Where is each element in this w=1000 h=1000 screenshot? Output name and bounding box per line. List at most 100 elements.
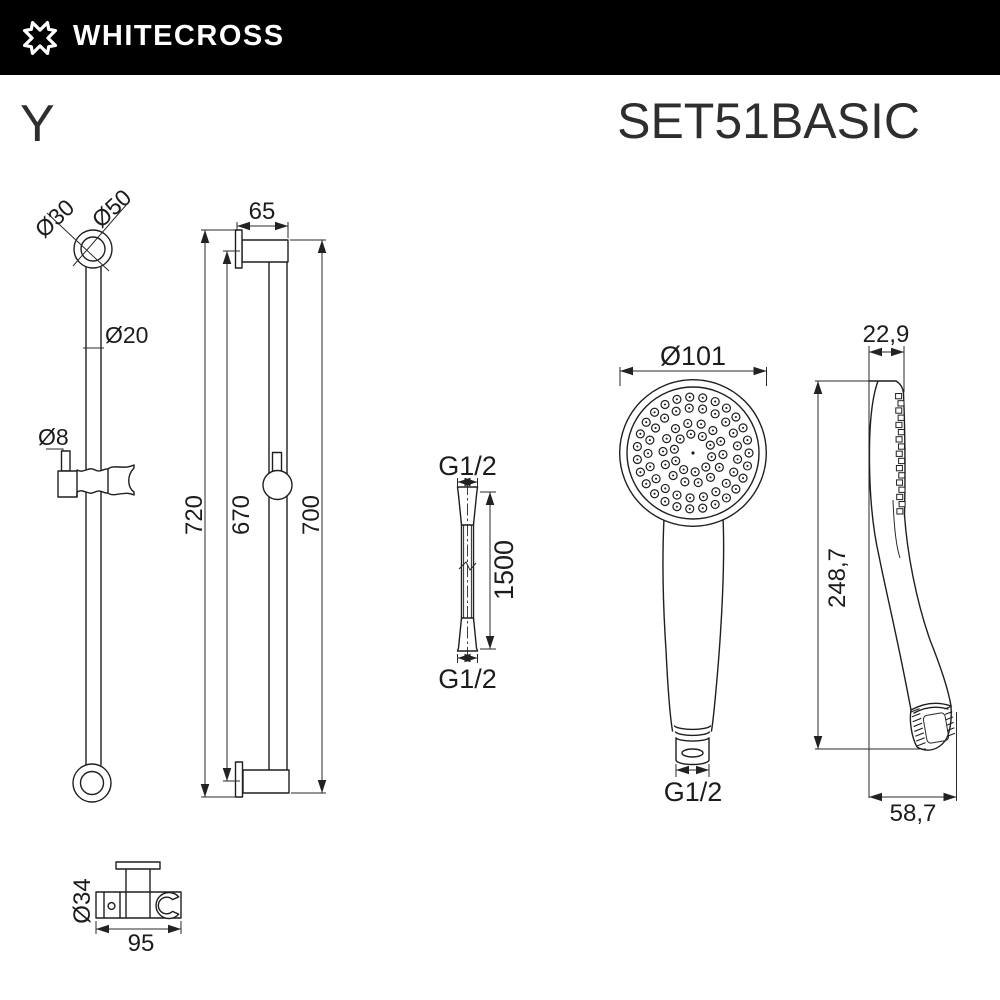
nozzle-dot-center: [746, 439, 749, 442]
head-inner-rim: [626, 386, 760, 520]
nozzle-dot-center: [694, 470, 697, 473]
dim-centers-height: 670: [228, 495, 255, 535]
nozzle-dot-center: [639, 471, 642, 474]
nozzle-dot-center: [661, 450, 665, 453]
nozzle-dot-center: [700, 423, 703, 426]
nozzle-dot-center: [663, 500, 667, 503]
nozzle-dot-center: [674, 459, 677, 462]
nozzle-dot-center: [714, 503, 717, 506]
rail-side-view: Ø30 Ø50 Ø20 Ø8: [30, 184, 148, 803]
nozzle-dot-center: [683, 480, 686, 483]
dim-handshower-thread: G1/2: [664, 777, 723, 807]
nozzle-dot-center: [682, 468, 685, 471]
series-label: Y: [20, 95, 55, 153]
nozzle-dot-center: [646, 452, 650, 455]
header-bar: WHITECROSS: [0, 0, 1000, 75]
nozzle-square: [895, 450, 903, 457]
dim-bracket-width: 65: [249, 198, 276, 225]
nozzle-dot-center: [734, 415, 737, 419]
nozzle-dot-center: [653, 411, 656, 414]
nozzle-dot-center: [747, 451, 751, 455]
bracket-clip: [155, 891, 180, 920]
nozzle-dot-center: [654, 426, 657, 430]
nozzle-dot-center: [718, 466, 721, 469]
handshower-front-view: Ø101 G1/2: [619, 341, 768, 807]
thread-hatch-line: [911, 712, 921, 718]
nozzle-dot-center: [675, 410, 678, 413]
bracket-screw-hole: [107, 901, 116, 911]
nozzle-dot-center: [673, 448, 676, 451]
slider-pin: [60, 450, 71, 472]
handle-left-edge: [662, 517, 674, 732]
dim-bar-height: 700: [298, 495, 325, 535]
nozzle-dot-center: [746, 464, 749, 467]
nozzle-dot-center: [714, 400, 717, 403]
thread-hatch-line: [914, 727, 924, 732]
nozzle-dot-center: [725, 482, 728, 485]
nozzle-dot-center: [645, 421, 648, 424]
nozzle-dot-center: [686, 422, 689, 425]
dim-rail-top-outer-diameter: Ø50: [87, 184, 137, 233]
nozzle-dot-center: [709, 444, 712, 447]
connector-thread-hatch: [910, 705, 956, 747]
thread-hatch-line: [916, 742, 926, 747]
side-back-edge: [868, 380, 912, 711]
nozzle-square: [898, 486, 906, 493]
nozzle-dot-center: [701, 507, 704, 510]
spray-plate-edge: [902, 392, 906, 516]
nozzle-dot-center: [725, 407, 728, 410]
head-top-edge: [868, 380, 905, 394]
nozzle-dot-center: [701, 396, 704, 399]
connector-cap: [910, 702, 952, 711]
thread-hatch-line: [915, 737, 925, 742]
nozzle-dot-center: [675, 505, 678, 508]
nozzle-dot-center: [639, 432, 642, 435]
nozzle-dot-center: [688, 407, 691, 410]
thread-hatch-line: [915, 732, 924, 737]
nozzle-dot-center: [714, 490, 717, 493]
nozzle-dot-center: [701, 435, 704, 438]
dim-head-diameter: Ø101: [660, 341, 726, 371]
thread-hatch-line: [947, 727, 955, 732]
nozzle-dot-center: [672, 474, 675, 477]
dim-bottom-width: 58,7: [890, 800, 937, 827]
nozzle-dot-center: [714, 412, 717, 415]
leader-line: [46, 212, 110, 272]
nozzle-dot-center: [674, 427, 677, 430]
leader-line: [72, 203, 128, 267]
nozzle-dot-field: [632, 392, 754, 514]
hose-drawing: G1/2 G1/2 1500: [438, 451, 519, 694]
thread-hatch-line: [912, 717, 922, 723]
nozzle-dot-center: [724, 421, 727, 424]
nozzle-dot-center: [710, 455, 713, 458]
dim-bracket-diameter: Ø34: [69, 878, 96, 923]
dim-rail-top-inner-diameter: Ø30: [30, 194, 80, 243]
dim-head-depth: 22,9: [863, 321, 910, 348]
nozzle-dot-center: [732, 471, 735, 474]
nozzle-dot-center: [688, 507, 691, 510]
nozzle-dot-center: [636, 458, 639, 461]
bracket-top-view: Ø34 95: [69, 861, 182, 957]
nozzle-dot-center: [721, 453, 725, 456]
spray-plate-nozzles: [895, 393, 906, 515]
nozzle-dot-center: [675, 493, 679, 497]
dim-hose-length: 1500: [489, 540, 519, 600]
nozzle-dot-center: [689, 496, 692, 499]
nozzle-dot-center: [655, 477, 658, 480]
nozzle-square: [896, 493, 904, 501]
nozzle-dot-center: [701, 407, 704, 411]
nozzle-dot-center: [719, 440, 722, 443]
product-code: SET51BASIC: [617, 93, 920, 149]
nozzle-square: [895, 465, 903, 472]
dim-rail-bar-diameter: Ø20: [105, 322, 148, 348]
nozzle-dot-center: [679, 437, 682, 441]
nozzle-dot-center: [645, 482, 648, 485]
brand-name: WHITECROSS: [73, 20, 285, 52]
nozzle-dot-center: [663, 403, 667, 406]
nozzle-dot-center: [741, 426, 745, 429]
thread-hatch-line: [910, 708, 920, 713]
nozzle-square: [898, 472, 906, 479]
nozzle-square: [897, 400, 905, 407]
slider-stem: [271, 451, 283, 473]
nozzle-dot-center: [734, 487, 737, 491]
